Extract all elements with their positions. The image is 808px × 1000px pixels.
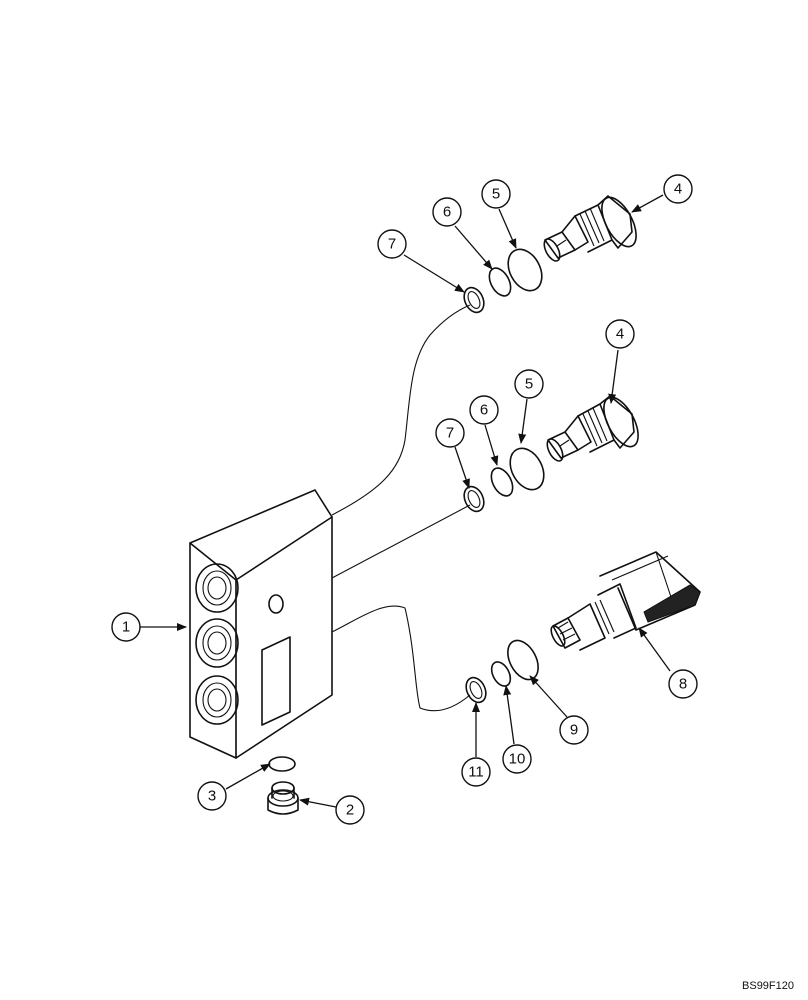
callout-1: 1 xyxy=(111,612,141,642)
o-ring-6-top xyxy=(488,267,512,297)
leader-lines xyxy=(140,194,671,808)
port-bottom xyxy=(195,675,239,725)
o-ring-5-top xyxy=(507,248,543,292)
svg-text:5: 5 xyxy=(525,376,533,393)
svg-text:1: 1 xyxy=(122,619,130,636)
svg-text:11: 11 xyxy=(468,764,484,781)
side-label-plate xyxy=(261,636,291,726)
callout-6-middle: 6 xyxy=(469,395,499,425)
valve-block xyxy=(189,489,333,759)
svg-text:8: 8 xyxy=(679,676,687,693)
flow-paths xyxy=(331,304,471,712)
callout-4-top: 4 xyxy=(663,174,693,204)
callout-9: 9 xyxy=(559,715,589,745)
svg-text:4: 4 xyxy=(674,181,682,198)
svg-text:5: 5 xyxy=(492,186,500,203)
svg-text:3: 3 xyxy=(208,788,216,805)
o-ring-5-middle xyxy=(509,447,545,491)
relief-valve-8 xyxy=(550,551,701,651)
svg-text:6: 6 xyxy=(443,204,451,221)
svg-text:9: 9 xyxy=(570,722,578,739)
svg-text:2: 2 xyxy=(346,802,354,819)
svg-text:7: 7 xyxy=(388,236,396,253)
callout-2: 2 xyxy=(335,795,365,825)
svg-text:10: 10 xyxy=(509,751,526,768)
svg-text:6: 6 xyxy=(480,402,488,419)
o-ring-6-middle xyxy=(490,467,514,497)
seal-ring-11 xyxy=(465,676,487,704)
callout-3: 3 xyxy=(197,781,227,811)
figure-reference-code: BS99F120 xyxy=(742,980,794,992)
callout-6-top: 6 xyxy=(432,197,462,227)
callout-10: 10 xyxy=(502,744,532,774)
callout-4-middle: 4 xyxy=(605,319,635,349)
callout-7-top: 7 xyxy=(377,229,407,259)
svg-text:7: 7 xyxy=(446,425,454,442)
callout-8: 8 xyxy=(668,669,698,699)
svg-text:4: 4 xyxy=(616,326,624,343)
o-ring-9 xyxy=(507,639,539,681)
port-top xyxy=(195,563,239,613)
o-ring-3 xyxy=(268,756,296,772)
cartridge-valve-4-middle xyxy=(546,395,639,462)
callout-5-top: 5 xyxy=(481,179,511,209)
seal-ring-7-middle xyxy=(463,485,485,513)
side-port-hole xyxy=(268,594,284,614)
port-middle xyxy=(195,618,239,668)
callout-11: 11 xyxy=(461,757,491,787)
callout-7-middle: 7 xyxy=(435,418,465,448)
cartridge-valve-4-top xyxy=(543,195,637,262)
plug-2 xyxy=(267,781,299,815)
callout-5-middle: 5 xyxy=(514,369,544,399)
seal-ring-7-top xyxy=(463,286,485,314)
